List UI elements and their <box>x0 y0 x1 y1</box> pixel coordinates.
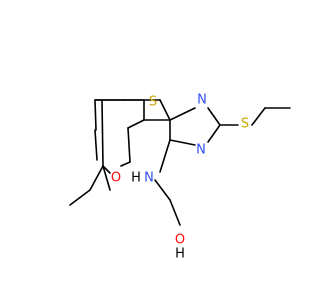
bond-7 <box>101 99 104 167</box>
bond-19 <box>207 107 221 126</box>
bond-26 <box>169 199 181 226</box>
pyrimidine-nitrogen-upper-label: N <box>197 93 207 108</box>
structure-drawing: O S N N S N H O H <box>69 93 291 262</box>
bond-24 <box>159 139 171 173</box>
bond-22 <box>251 107 266 126</box>
bond-14 <box>159 99 171 121</box>
hydroxyl-oxygen-label: O <box>175 233 185 248</box>
bond-27 <box>89 165 104 191</box>
bond-25 <box>154 179 171 201</box>
bond-layer <box>69 99 291 226</box>
hydroxyl-hydrogen-label: H <box>175 247 185 262</box>
bond-9 <box>94 99 97 131</box>
bond-18 <box>169 139 196 146</box>
bond-20 <box>207 124 221 143</box>
bond-8 <box>94 129 98 161</box>
pyrimidine-nitrogen-lower-label: N <box>196 143 206 158</box>
bond-28 <box>69 189 91 206</box>
molecule-diagram: O S N N S N H O H <box>69 93 291 262</box>
ring-oxygen-label: O <box>111 171 121 186</box>
bond-29 <box>102 165 111 191</box>
amine-hydrogen-label: H <box>131 171 141 186</box>
bond-16 <box>169 107 196 121</box>
thiophene-sulfur-label: S <box>149 95 157 110</box>
propyl-sulfur-label: S <box>241 117 249 132</box>
bond-4 <box>127 127 131 163</box>
amine-nitrogen-label: N <box>144 171 154 186</box>
bond-2 <box>127 119 145 129</box>
bond-5 <box>120 161 131 167</box>
